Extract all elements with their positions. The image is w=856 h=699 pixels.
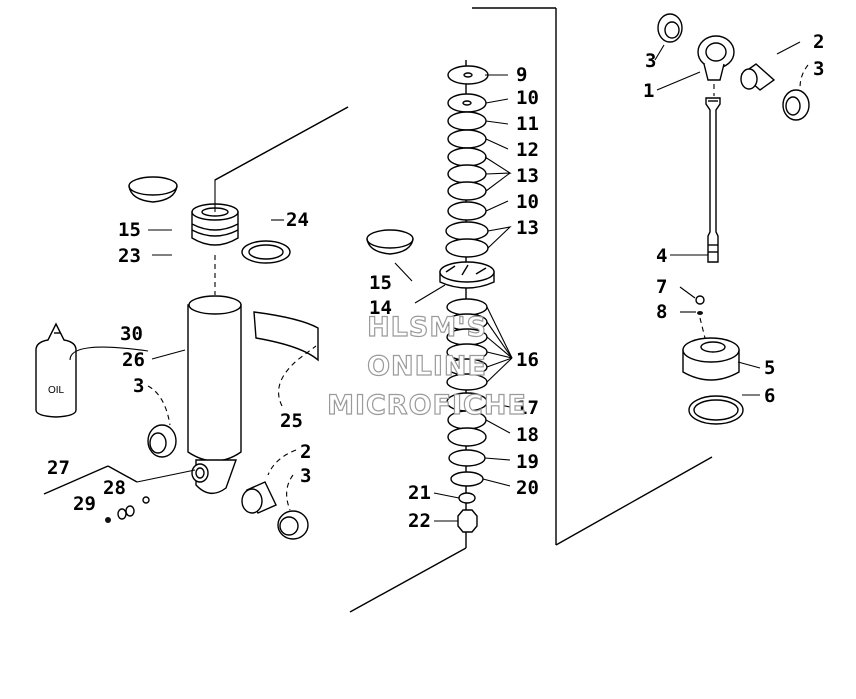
oil-bottle-text: OIL <box>48 385 65 396</box>
shim-stack-assembly <box>366 60 513 548</box>
label-9: 9 <box>516 64 527 86</box>
part-5-end-cap <box>682 337 740 381</box>
part-3-bushing <box>147 424 177 458</box>
label-30: 30 <box>120 323 143 345</box>
part-7-screw <box>695 295 705 305</box>
part-labels: 1 2 2 3 3 3 3 4 5 6 7 8 9 10 11 12 13 10… <box>47 31 824 532</box>
part-22-nut <box>457 509 478 533</box>
part-6-o-ring <box>688 395 744 425</box>
part-8-ball <box>697 311 703 315</box>
label-3-bottom: 3 <box>300 465 311 487</box>
label-24: 24 <box>286 209 309 231</box>
part-13-shims-2 <box>445 221 489 258</box>
label-17: 17 <box>516 397 539 419</box>
label-29: 29 <box>73 493 96 515</box>
label-22: 22 <box>408 510 431 532</box>
shock-body-assembly: OIL <box>35 106 349 540</box>
label-26: 26 <box>122 349 145 371</box>
part-30-oil-bottle: OIL <box>35 322 77 418</box>
label-15-center: 15 <box>369 272 392 294</box>
part-11-shim <box>447 111 487 131</box>
part-26-shock-body <box>187 295 242 494</box>
label-16: 16 <box>516 349 539 371</box>
shaft-assembly <box>654 13 810 425</box>
part-4-shaft <box>705 97 721 263</box>
watermark: HLSM'S ONLINE MICROFICHE <box>326 311 527 421</box>
label-19: 19 <box>516 451 539 473</box>
part-2-sleeve <box>241 481 277 514</box>
part-10-shim <box>447 93 487 113</box>
label-13-top: 13 <box>516 165 539 187</box>
label-21: 21 <box>408 482 431 504</box>
part-15-wear-band-2 <box>366 229 414 255</box>
part-12-shim <box>447 129 487 149</box>
part-10-shim-2 <box>447 201 487 221</box>
label-10-top: 10 <box>516 87 539 109</box>
part-2-sleeve-top <box>740 63 776 91</box>
part-3-bushing-top <box>657 13 683 43</box>
part-3-bushing-lower <box>277 510 309 540</box>
part-20-washer <box>450 471 484 487</box>
watermark-line-3: MICROFICHE <box>327 390 527 421</box>
label-3-topright: 3 <box>813 58 824 80</box>
label-8: 8 <box>656 301 667 323</box>
part-21-washer <box>458 492 476 504</box>
label-25: 25 <box>280 410 303 432</box>
part-18-shim <box>447 410 487 447</box>
label-20: 20 <box>516 477 539 499</box>
label-5: 5 <box>764 357 775 379</box>
label-18: 18 <box>516 424 539 446</box>
part-27-valve-kit <box>43 465 150 523</box>
label-28: 28 <box>103 477 126 499</box>
label-10-mid: 10 <box>516 191 539 213</box>
part-15-wear-band <box>128 176 178 203</box>
label-15-left: 15 <box>118 219 141 241</box>
label-13-mid: 13 <box>516 217 539 239</box>
part-3-bushing-right <box>782 89 810 121</box>
label-1: 1 <box>643 80 654 102</box>
label-23: 23 <box>118 245 141 267</box>
watermark-line-2: ONLINE <box>367 351 487 382</box>
label-11: 11 <box>516 113 539 135</box>
part-24-o-ring <box>241 240 291 264</box>
label-2-top: 2 <box>813 31 824 53</box>
part-25-decal <box>253 311 319 362</box>
part-23-cap-assembly <box>191 203 239 246</box>
part-13-shims <box>447 147 487 201</box>
label-3-left: 3 <box>133 375 144 397</box>
label-4: 4 <box>656 245 667 267</box>
label-2-bottom: 2 <box>300 441 311 463</box>
part-19-shim <box>448 449 486 467</box>
label-7: 7 <box>656 276 667 298</box>
part-9-washer <box>447 65 489 85</box>
label-12: 12 <box>516 139 539 161</box>
label-14: 14 <box>369 297 392 319</box>
label-3-topleft: 3 <box>645 50 656 72</box>
label-27: 27 <box>47 457 70 479</box>
label-6: 6 <box>764 385 775 407</box>
part-14-piston <box>439 261 495 289</box>
watermark-line-1: HLSM'S <box>367 312 487 343</box>
part-1-eyelet <box>697 35 735 81</box>
